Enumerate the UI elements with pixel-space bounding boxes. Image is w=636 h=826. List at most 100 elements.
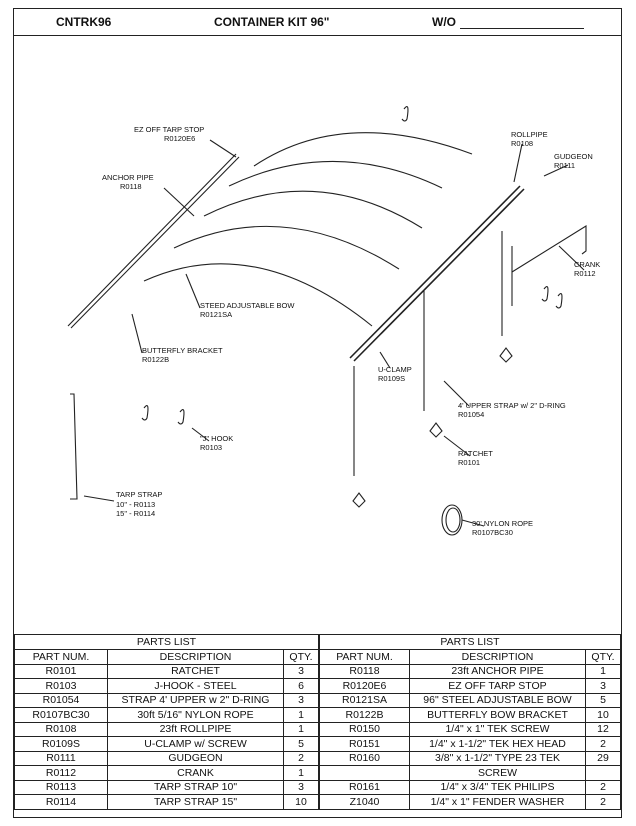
col-qty: QTY.: [585, 649, 621, 665]
label-gudgeon: GUDGEON: [554, 152, 593, 161]
label-butterfly-pn: R0122B: [142, 355, 169, 364]
description-cell: TARP STRAP 15": [107, 794, 284, 810]
description-cell: 1/4" x 3/4" TEK PHILIPS: [409, 779, 586, 795]
ratchet-3: [352, 492, 366, 508]
label-ez-off: EZ OFF TARP STOP: [134, 125, 204, 134]
description-cell: 1/4" x 1-1/2" TEK HEX HEAD: [409, 736, 586, 752]
label-jhook: "J" HOOK: [200, 434, 233, 443]
part-num-cell: R0122B: [319, 707, 410, 723]
kit-code: CNTRK96: [56, 15, 112, 29]
label-crank-pn: R0112: [574, 269, 596, 278]
label-rollpipe: ROLLPIPE: [511, 130, 548, 139]
table-row: SCREW: [319, 765, 621, 781]
label-tarpstrap-10: 10" - R0113: [116, 500, 155, 509]
label-tarpstrap-15: 15" - R0114: [116, 509, 155, 518]
part-num-cell: R0150: [319, 721, 410, 737]
bow-2: [228, 160, 443, 189]
part-num-cell: R0120E6: [319, 678, 410, 694]
label-strap: 4' UPPER STRAP w/ 2" D-RING: [458, 401, 566, 410]
work-order-field[interactable]: [460, 28, 584, 29]
tarp-strap-drawing: [70, 393, 78, 500]
qty-cell: 3: [585, 678, 621, 694]
label-anchor-pn: R0118: [120, 182, 142, 191]
part-num-cell: R0108: [14, 721, 108, 737]
qty-cell: 1: [283, 765, 319, 781]
description-cell: CRANK: [107, 765, 284, 781]
description-cell: 30ft 5/16" NYLON ROPE: [107, 707, 284, 723]
label-rope: 30' NYLON ROPE: [472, 519, 533, 528]
qty-cell: 3: [283, 779, 319, 795]
label-ratchet: RATCHET: [458, 449, 493, 458]
part-num-cell: [319, 765, 410, 781]
bow-4: [173, 225, 400, 270]
label-anchor: ANCHOR PIPE: [102, 173, 154, 182]
label-ez-off-pn: R0120E6: [164, 134, 195, 143]
description-cell: 96" STEEL ADJUSTABLE BOW: [409, 692, 586, 708]
description-cell: 23ft ANCHOR PIPE: [409, 663, 586, 679]
part-num-cell: R0160: [319, 750, 410, 766]
description-cell: RATCHET: [107, 663, 284, 679]
description-cell: TARP STRAP 10": [107, 779, 284, 795]
label-strap-pn: R01054: [458, 410, 484, 419]
part-num-cell: R0107BC30: [14, 707, 108, 723]
label-tarpstrap: TARP STRAP: [116, 490, 162, 499]
part-num-cell: R0109S: [14, 736, 108, 752]
qty-cell: 10: [585, 707, 621, 723]
description-cell: 1/4" x 1" TEK SCREW: [409, 721, 586, 737]
part-num-cell: R0118: [319, 663, 410, 679]
label-bow: STEED ADJUSTABLE BOW: [200, 301, 295, 310]
qty-cell: 5: [585, 692, 621, 708]
label-butterfly: BUTTERFLY BRACKET: [142, 346, 223, 355]
part-num-cell: R0101: [14, 663, 108, 679]
label-gudgeon-pn: R0111: [554, 161, 575, 170]
col-description: DESCRIPTION: [409, 649, 586, 665]
parts-list-left: PARTS LIST PART NUM. DESCRIPTION QTY. R0…: [14, 634, 319, 810]
description-cell: GUDGEON: [107, 750, 284, 766]
part-num-cell: R0103: [14, 678, 108, 694]
label-ratchet-pn: R0101: [458, 458, 480, 467]
parts-list-caption: PARTS LIST: [319, 634, 621, 650]
part-num-cell: R0112: [14, 765, 108, 781]
crank-drawing: [511, 225, 587, 273]
description-cell: J-HOOK - STEEL: [107, 678, 284, 694]
qty-cell: 2: [585, 794, 621, 810]
j-hook-2: [177, 409, 185, 425]
kit-title: CONTAINER KIT 96": [214, 15, 330, 29]
qty-cell: 6: [283, 678, 319, 694]
qty-cell: 3: [283, 663, 319, 679]
label-uclamp-pn: R0109S: [378, 374, 405, 383]
qty-cell: 12: [585, 721, 621, 737]
rollpipe-drawing: [349, 185, 521, 359]
description-cell: EZ OFF TARP STOP: [409, 678, 586, 694]
exploded-diagram: EZ OFF TARP STOP R0120E6 ANCHOR PIPE R01…: [67, 106, 600, 537]
part-num-cell: R0161: [319, 779, 410, 795]
part-num-cell: R0111: [14, 750, 108, 766]
qty-cell: 29: [585, 750, 621, 766]
label-rollpipe-pn: R0108: [511, 139, 533, 148]
description-cell: STRAP 4' UPPER w 2" D-RING: [107, 692, 284, 708]
parts-sheet: CNTRK96 CONTAINER KIT 96" W/O: [13, 8, 622, 818]
qty-cell: 5: [283, 736, 319, 752]
label-rope-pn: R0107BC30: [472, 528, 513, 537]
bow-1: [253, 132, 473, 167]
qty-cell: 1: [585, 663, 621, 679]
label-bow-pn: R0121SA: [200, 310, 232, 319]
part-num-cell: R0113: [14, 779, 108, 795]
rope-coil-drawing: [441, 504, 463, 536]
label-jhook-pn: R0103: [200, 443, 222, 452]
col-part-num: PART NUM.: [319, 649, 410, 665]
parts-list-caption: PARTS LIST: [14, 634, 319, 650]
col-part-num: PART NUM.: [14, 649, 108, 665]
j-hook-1: [141, 405, 149, 421]
